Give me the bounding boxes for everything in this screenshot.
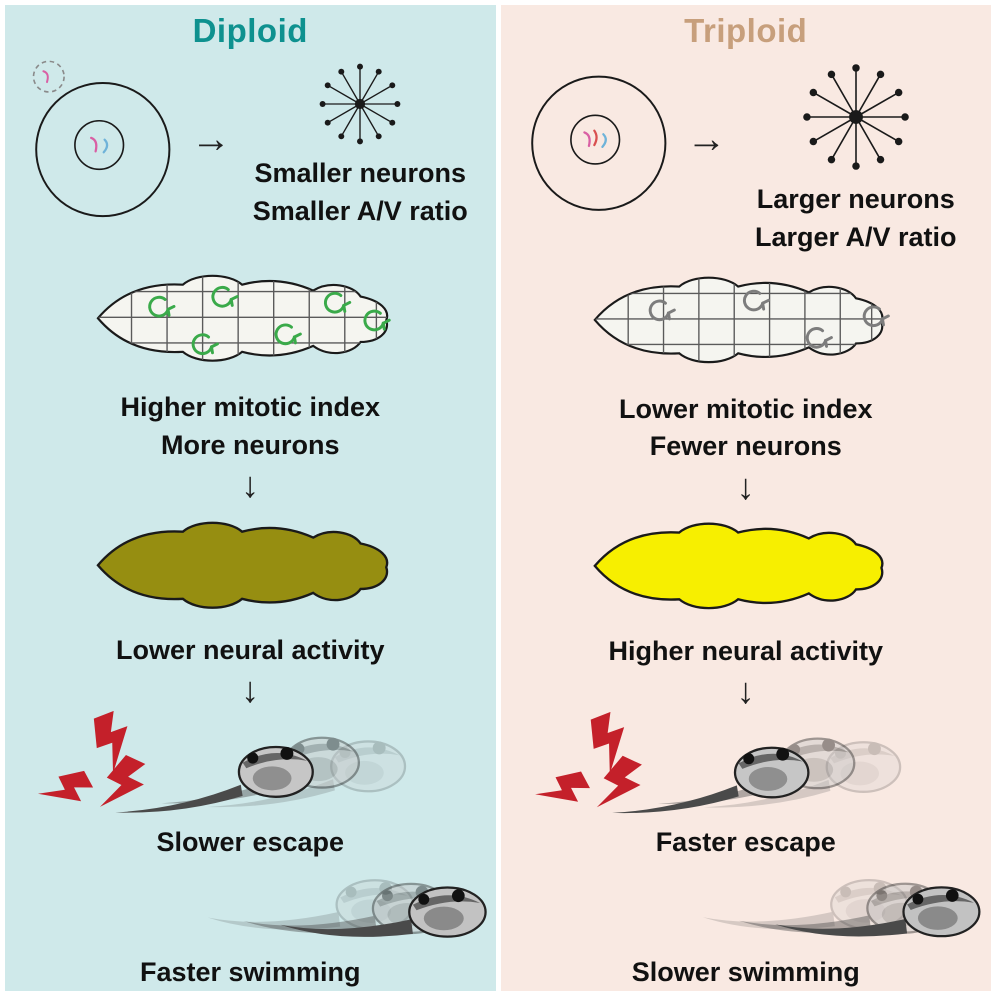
mitotic-index-caption: Higher mitotic index — [120, 392, 381, 423]
cell-to-neuron-row: → — [5, 53, 496, 249]
arrow-right-icon: → — [686, 117, 727, 162]
mitotic-tadpole-icon — [96, 274, 391, 362]
arrow-down-icon: ↓ — [241, 463, 260, 505]
neuron-count-caption: More neurons — [160, 429, 340, 460]
column-triploid: Triploid → — [500, 5, 992, 991]
column-title: Triploid — [684, 12, 808, 49]
tadpole-silhouette-icon — [96, 521, 389, 609]
swimming-tadpole-icon — [205, 879, 487, 938]
chromosome-icon — [89, 137, 98, 153]
arrow-down-icon: ↓ — [736, 465, 755, 507]
swimming-caption: Faster swimming — [139, 956, 361, 987]
polar-body-icon — [32, 60, 65, 94]
escape-scene — [533, 712, 902, 820]
chromosome-icon — [582, 131, 591, 148]
swimming-scene — [701, 879, 981, 939]
tadpole-silhouette-icon — [593, 523, 884, 610]
arrow-down-icon: ↓ — [241, 669, 260, 711]
escape-scene — [36, 711, 407, 820]
neuron-block: Larger neurons Larger A/V ratio — [727, 53, 986, 256]
neuron-count-caption: Fewer neurons — [649, 431, 842, 462]
cell-icon — [32, 60, 171, 218]
nucleus — [569, 114, 620, 166]
av-ratio-caption: Smaller A/V ratio — [252, 195, 468, 226]
chromosome-icon — [102, 138, 109, 154]
escape-caption: Slower escape — [156, 826, 345, 857]
lightning-icon — [533, 712, 648, 820]
cell-icon — [530, 75, 666, 212]
swimming-caption: Slower swimming — [631, 956, 860, 987]
escape-tadpole-icon — [114, 736, 407, 814]
arrow-right-icon: → — [191, 117, 231, 162]
neuron-size-caption: Larger neurons — [756, 184, 955, 215]
cell-to-neuron-row: → — [501, 53, 992, 252]
neural-activity-caption: Lower neural activity — [115, 635, 385, 666]
arrow-down-icon: ↓ — [736, 670, 755, 712]
mitotic-index-caption: Lower mitotic index — [618, 394, 873, 425]
chromosome-icon — [592, 129, 598, 147]
neuron-block: Smaller neurons Smaller A/V ratio — [231, 53, 490, 230]
av-ratio-caption: Larger A/V ratio — [754, 221, 957, 252]
nucleus — [74, 120, 125, 171]
neural-activity-caption: Higher neural activity — [608, 636, 884, 667]
swimming-scene — [205, 879, 487, 938]
grid-lines — [98, 275, 388, 361]
swimming-tadpole-icon — [701, 879, 981, 939]
lightning-icon — [36, 711, 152, 820]
neuron-size-caption: Smaller neurons — [254, 158, 467, 189]
mitotic-tadpole-icon — [593, 277, 890, 364]
column-title: Diploid — [192, 12, 308, 49]
escape-tadpole-icon — [610, 737, 902, 815]
escape-caption: Faster escape — [655, 827, 836, 858]
column-diploid: Diploid → — [5, 5, 496, 991]
neuron-icon — [802, 64, 909, 171]
chromosome-icon — [600, 133, 607, 149]
neuron-icon — [319, 63, 401, 145]
